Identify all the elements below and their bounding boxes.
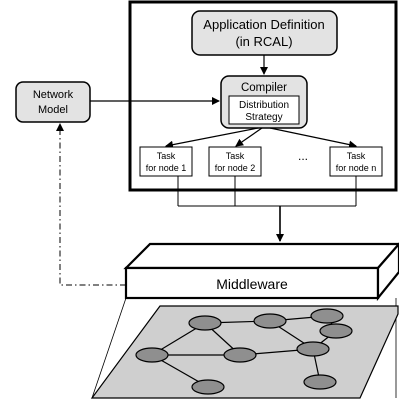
compiler-title: Compiler <box>241 82 287 94</box>
distribution-strategy-line2: Strategy <box>245 112 282 123</box>
network-node <box>191 379 225 395</box>
network-nodes <box>135 308 353 395</box>
arrow-compiler-to-task-1 <box>165 127 259 149</box>
task-1-line2: for node 1 <box>146 163 187 173</box>
network-node <box>310 308 344 324</box>
middleware-side-face <box>376 242 399 302</box>
network-node <box>188 315 222 331</box>
task-box-n: Task for node n <box>329 146 383 177</box>
task-merge-connector <box>177 176 357 207</box>
network-node <box>223 347 257 363</box>
application-definition-box: Application Definition (in RCAL) <box>191 10 338 56</box>
compiler-box: Compiler Distribution Strategy <box>220 75 308 129</box>
arrow-middleware-to-network-model <box>56 123 126 286</box>
middleware-box: Middleware <box>123 242 399 302</box>
task-2-line2: for node 2 <box>215 163 256 173</box>
network-node <box>135 347 169 363</box>
task-box-1: Task for node 1 <box>139 146 193 177</box>
task-1-line1: Task <box>157 151 176 161</box>
network-node <box>296 341 330 357</box>
task-ellipsis: ... <box>298 149 308 163</box>
middleware-label: Middleware <box>216 276 288 292</box>
network-model-line2: Model <box>38 104 68 116</box>
distribution-strategy-box <box>228 95 300 125</box>
application-definition-line2: (in RCAL) <box>235 34 292 49</box>
middleware-top-face <box>123 242 399 270</box>
application-definition-line1: Application Definition <box>203 17 324 32</box>
network-model-line1: Network <box>33 89 74 101</box>
task-n-line2: for node n <box>336 163 377 173</box>
arrow-compiler-to-task-2 <box>235 127 263 147</box>
distribution-strategy-line1: Distribution <box>239 100 289 111</box>
network-node <box>253 313 287 329</box>
task-n-line1: Task <box>347 151 366 161</box>
arrow-compiler-to-task-n <box>269 127 357 149</box>
task-2-line1: Task <box>226 151 245 161</box>
network-node <box>319 323 353 339</box>
network-node <box>303 374 337 390</box>
task-box-2: Task for node 2 <box>208 146 262 177</box>
network-model-box: Network Model <box>15 81 91 123</box>
